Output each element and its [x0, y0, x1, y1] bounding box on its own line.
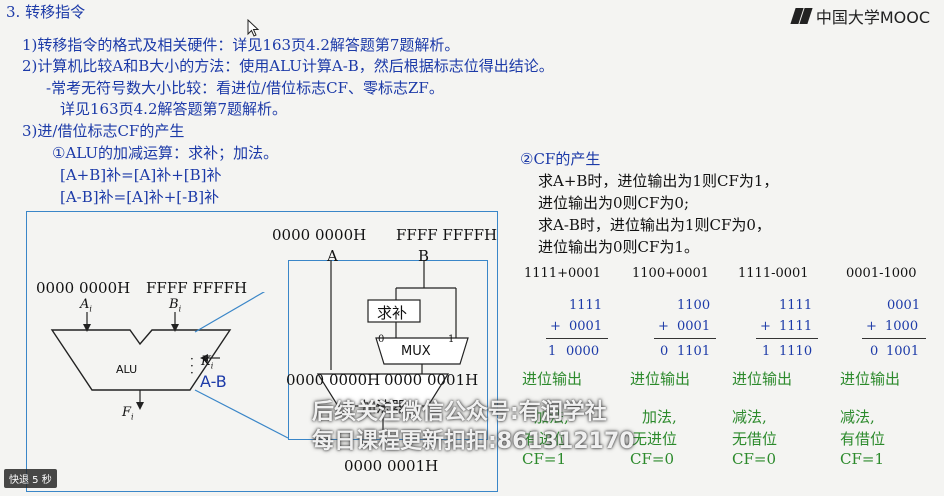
mux-input-1: 1 — [448, 334, 455, 345]
cf-rule-4: 进位输出为0则CF为1。 — [538, 238, 699, 256]
mooc-logo-text: 中国大学MOOC — [815, 8, 930, 27]
formula-2: [A-B]补=[A]补+[-B]补 — [60, 188, 220, 206]
adder-label: 加法器 — [361, 398, 407, 416]
adder-output-value: 0000 0001H — [344, 457, 439, 475]
case-op: + — [866, 319, 877, 334]
case-status: 有借位 — [840, 430, 886, 448]
case-second: 1000 — [885, 319, 919, 334]
case-result: 1110 — [779, 344, 813, 359]
cf-rule-1: 求A+B时，进位输出为1则CF为1， — [538, 172, 779, 190]
case-cf: CF=1 — [522, 450, 566, 468]
alu-detail-frame — [288, 260, 488, 440]
case-out: 进位输出 — [522, 370, 583, 388]
case-top: 1111 — [569, 298, 603, 313]
rewind-5s-badge: 快退 5 秒 — [4, 469, 57, 488]
section-title: 3. 转移指令 — [6, 3, 86, 21]
line-1: 1)转移指令的格式及相关硬件：详见163页4.2解答题第7题解析。 — [22, 36, 460, 54]
case-carry: 1 — [548, 344, 557, 359]
case-out: 进位输出 — [732, 370, 793, 388]
case-status: 有进位 — [524, 430, 570, 448]
line-6: ①ALU的加减运算：求补；加法。 — [52, 144, 279, 162]
sum-line — [546, 338, 608, 339]
case-top: 1100 — [677, 298, 711, 313]
line-2: 2)计算机比较A和B大小的方法：使用ALU计算A-B，然后根据标志位得出结论。 — [22, 57, 554, 75]
mouse-cursor-icon — [247, 19, 260, 37]
case-kind: 加法, — [642, 408, 677, 426]
mux-input-0: 0 — [378, 334, 385, 345]
case-expr: 1100+0001 — [632, 266, 710, 281]
case-kind: 加法, — [534, 408, 569, 426]
mux-label: MUX — [401, 344, 431, 359]
case-top: 0001 — [887, 298, 921, 313]
formula-1: [A+B]补=[A]补+[B]补 — [60, 166, 222, 184]
case-result: 1101 — [677, 344, 711, 359]
b-top-value: FFFF FFFFH — [396, 226, 498, 244]
cf-rule-2: 进位输出为0则CF为0; — [538, 194, 690, 212]
alu-schematic — [50, 292, 289, 439]
ki-label: Ki — [201, 354, 214, 371]
case-status: 无进位 — [632, 430, 678, 448]
label-b: B — [418, 247, 430, 265]
case-expr: 1111+0001 — [524, 266, 602, 281]
alu-diagram-frame — [26, 211, 498, 492]
case-op: + — [760, 319, 771, 334]
a-top-value: 0000 0000H — [272, 226, 367, 244]
watermark-line-2: 每日课程更新扣扣:861312170 — [312, 429, 635, 454]
fi-label: Fi — [122, 405, 134, 422]
case-result: 1001 — [886, 344, 920, 359]
label-a: A — [327, 247, 338, 265]
case-status: 无借位 — [732, 430, 778, 448]
case-top: 1111 — [779, 298, 813, 313]
ai-label: Ai — [80, 297, 92, 314]
bi-label: Bi — [169, 297, 182, 314]
mooc-logo-icon — [790, 8, 813, 24]
adder-circuit — [316, 260, 469, 438]
cf-heading: ②CF的产生 — [520, 150, 601, 168]
case-result: 0000 — [566, 344, 600, 359]
case-out: 进位输出 — [840, 370, 901, 388]
case-kind: 减法, — [840, 408, 875, 426]
a-minus-b-label: A-B — [200, 372, 227, 391]
case-cf: CF=0 — [630, 450, 674, 468]
case-expr: 1111-0001 — [738, 266, 809, 281]
line-4: 详见163页4.2解答题第7题解析。 — [60, 100, 288, 118]
case-kind: 减法, — [732, 408, 767, 426]
case-op: + — [658, 319, 669, 334]
sum-line — [862, 338, 926, 339]
line-3: -常考无符号数大小比较：看进位/借位标志CF、零标志ZF。 — [46, 79, 444, 97]
case-carry: 0 — [660, 344, 669, 359]
case-expr: 0001-1000 — [846, 266, 917, 281]
mooc-logo: 中国大学MOOC — [790, 4, 930, 28]
case-second: 0001 — [569, 319, 603, 334]
case-carry: 1 — [762, 344, 771, 359]
sum-line — [756, 338, 818, 339]
cf-rule-3: 求A-B时，进位输出为1则CF为0， — [538, 216, 771, 234]
case-op: + — [550, 319, 561, 334]
case-second: 1111 — [779, 319, 813, 334]
alu-label: ALU — [116, 363, 138, 376]
case-second: 0001 — [677, 319, 711, 334]
alu-input-right: FFFF FFFFH — [146, 279, 248, 297]
watermark-line-1: 后续关注微信公众号:有润学社 — [312, 400, 607, 425]
case-cf: CF=0 — [732, 450, 776, 468]
line-5: 3)进/借位标志CF的产生 — [22, 122, 185, 140]
case-carry: 0 — [870, 344, 879, 359]
case-cf: CF=1 — [840, 450, 884, 468]
qiubu-box-label: 求补 — [377, 304, 408, 322]
sum-line — [654, 338, 716, 339]
case-out: 进位输出 — [630, 370, 691, 388]
adder-input-right: 0000 0001H — [384, 371, 479, 389]
ellipsis-dots: ··· — [190, 352, 194, 380]
alu-input-left: 0000 0000H — [36, 279, 131, 297]
adder-input-left: 0000 0000H — [286, 371, 381, 389]
